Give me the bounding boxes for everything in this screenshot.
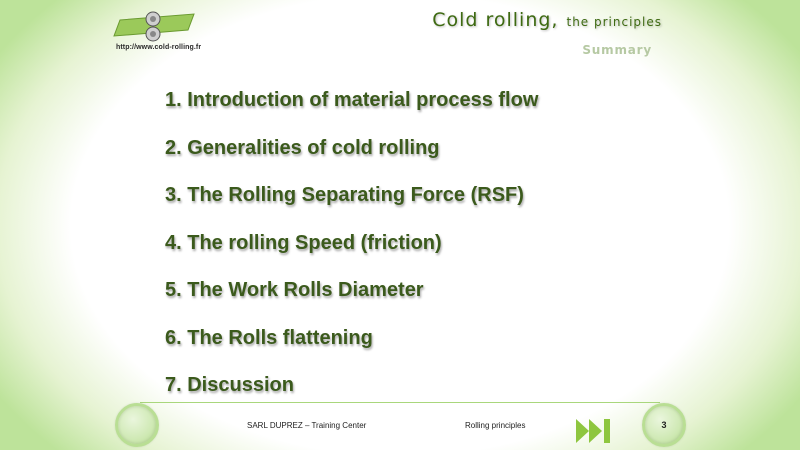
footer-divider [140,402,660,403]
cold-rolling-logo-icon [113,11,195,42]
footer-circle-left [115,403,159,447]
title-main: Cold rolling, [432,9,559,31]
summary-item: 7. Discussion [165,374,294,396]
summary-item: 1. Introduction of material process flow [165,89,539,111]
title-sub: the principles [566,15,662,29]
section-label: Summary [582,43,652,57]
page-number: 3 [661,420,667,430]
fast-forward-icon[interactable] [576,417,614,445]
footer-company: SARL DUPREZ – Training Center [247,421,367,430]
logo-url[interactable]: http://www.cold-rolling.fr [116,44,202,51]
summary-list: 1. Introduction of material process flow… [165,86,538,419]
summary-item: 4. The rolling Speed (friction) [165,231,442,254]
page-number-badge: 3 [642,403,686,447]
summary-item: 2. Generalities of cold rolling [165,136,440,159]
summary-item: 3. The Rolling Separating Force (RSF) [165,184,524,206]
summary-item: 6. The Rolls flattening [165,326,373,349]
summary-item: 5. The Work Rolls Diameter [165,279,424,301]
footer-topic: Rolling principles [465,421,526,430]
logo: http://www.cold-rolling.fr [110,10,202,56]
page-title: Cold rolling, the principles [432,9,662,31]
